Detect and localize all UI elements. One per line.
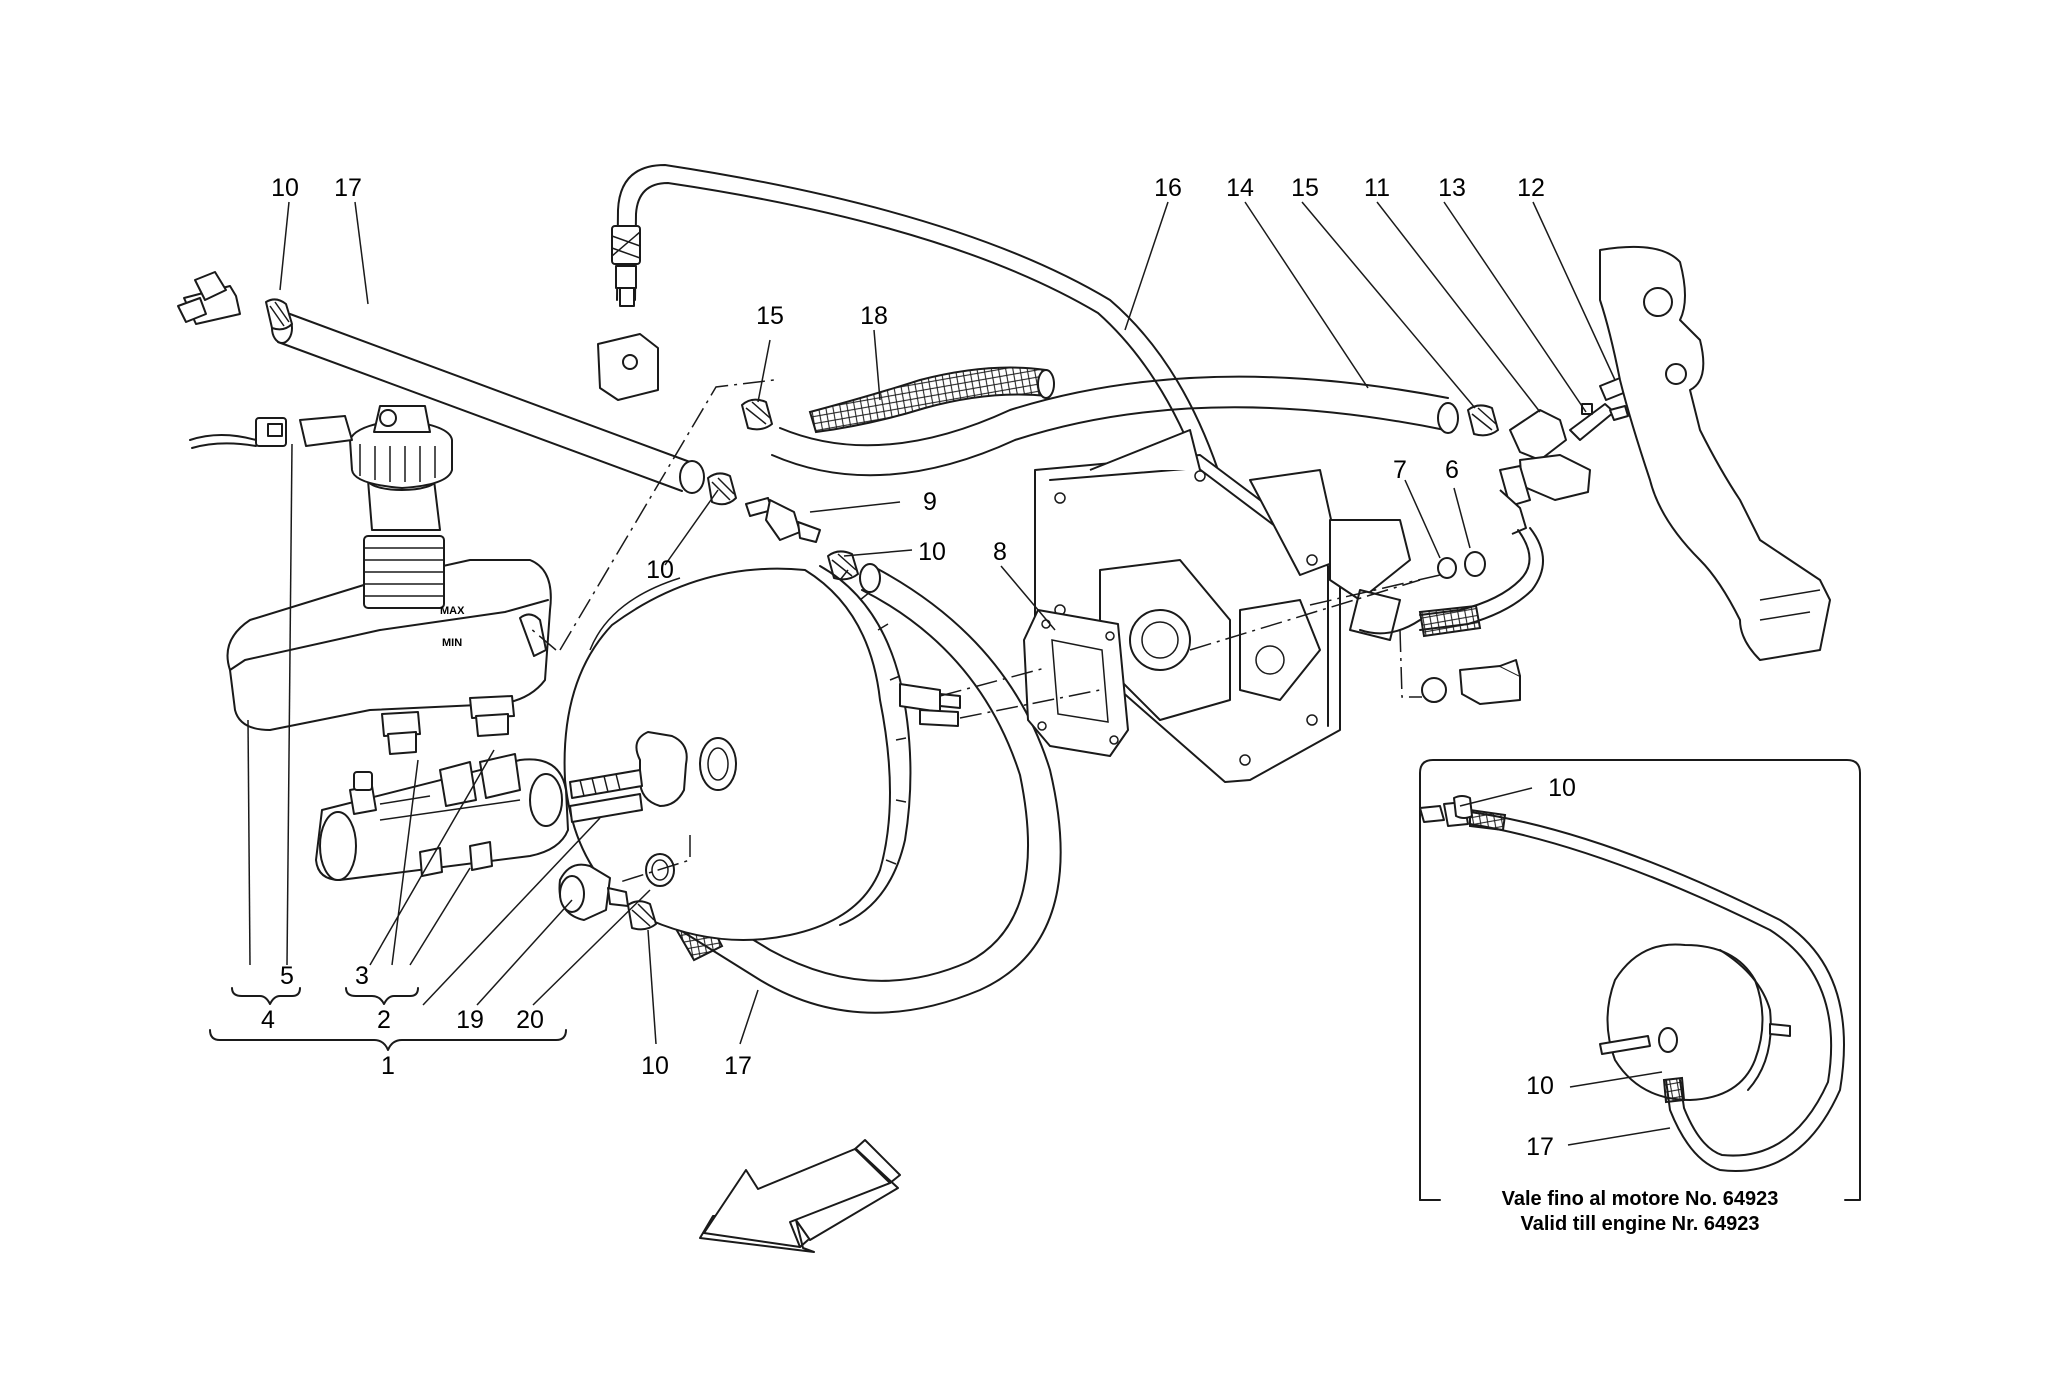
callout-2: 2 [377, 1006, 391, 1034]
callout-8: 8 [993, 538, 1007, 566]
brake-pedal [1599, 245, 1831, 661]
callout-10-c: 10 [918, 538, 946, 566]
callout-10: 10 [271, 174, 299, 202]
callout-7: 7 [1393, 456, 1407, 484]
callout-12: 12 [1517, 174, 1545, 202]
inset-fitting [1419, 795, 1473, 827]
reservoir-max-label: MAX [440, 605, 465, 617]
direction-arrow [699, 1139, 901, 1253]
callout-18: 18 [860, 302, 888, 330]
nuts-washers [1421, 551, 1521, 705]
mesh-sleeve [808, 366, 1055, 434]
assembly-centerlines [529, 379, 1441, 883]
brake-booster [563, 565, 961, 941]
callout-inset-10-b: 10 [1526, 1072, 1554, 1100]
hose-upper-right [771, 375, 1459, 477]
callout-13: 13 [1438, 174, 1466, 202]
group-brackets [209, 987, 567, 1051]
inset-booster [1599, 943, 1791, 1101]
callout-4: 4 [261, 1006, 275, 1034]
clutch-master-assembly [1359, 377, 1629, 638]
callout-1: 1 [381, 1052, 395, 1080]
callout-3: 3 [355, 962, 369, 990]
callout-inset-10: 10 [1548, 774, 1576, 802]
callout-17: 17 [334, 174, 362, 202]
booster-fittings [558, 853, 675, 931]
callout-9: 9 [923, 488, 937, 516]
fluid-reservoir: MAX MIN [189, 405, 552, 731]
reservoir-min-label: MIN [442, 637, 462, 649]
inset-hose [1469, 808, 1845, 1172]
callout-10-b: 10 [646, 556, 674, 584]
brake-line-upper [597, 164, 1219, 473]
grommets [381, 695, 515, 755]
callout-inset-17: 17 [1526, 1133, 1554, 1161]
callout-11: 11 [1364, 174, 1390, 202]
callout-20: 20 [516, 1006, 544, 1034]
callout-16: 16 [1154, 174, 1182, 202]
hose-fitting-top-left [177, 271, 293, 331]
check-valve [707, 472, 859, 581]
inset-panel: Vale fino al motore No. 64923 Valid till… [1419, 759, 1861, 1235]
callout-15: 15 [1291, 174, 1319, 202]
callout-17-b: 17 [724, 1052, 752, 1080]
callout-14: 14 [1226, 174, 1254, 202]
inset-caption-english: Valid till engine Nr. 64923 [1521, 1213, 1760, 1235]
master-cylinder [315, 753, 569, 881]
callout-6: 6 [1445, 456, 1459, 484]
pedal-box [1034, 429, 1411, 783]
inset-caption-italian: Vale fino al motore No. 64923 [1502, 1188, 1779, 1210]
callout-19: 19 [456, 1006, 484, 1034]
callout-labels: 10 17 16 14 15 11 13 12 15 18 9 10 10 8 … [261, 174, 1576, 1161]
leader-lines [247, 201, 1616, 1045]
hose-clamp-15-left [741, 398, 773, 431]
callout-5: 5 [280, 962, 294, 990]
gasket [1023, 609, 1129, 757]
callout-10-d: 10 [641, 1052, 669, 1080]
callout-15-b: 15 [756, 302, 784, 330]
